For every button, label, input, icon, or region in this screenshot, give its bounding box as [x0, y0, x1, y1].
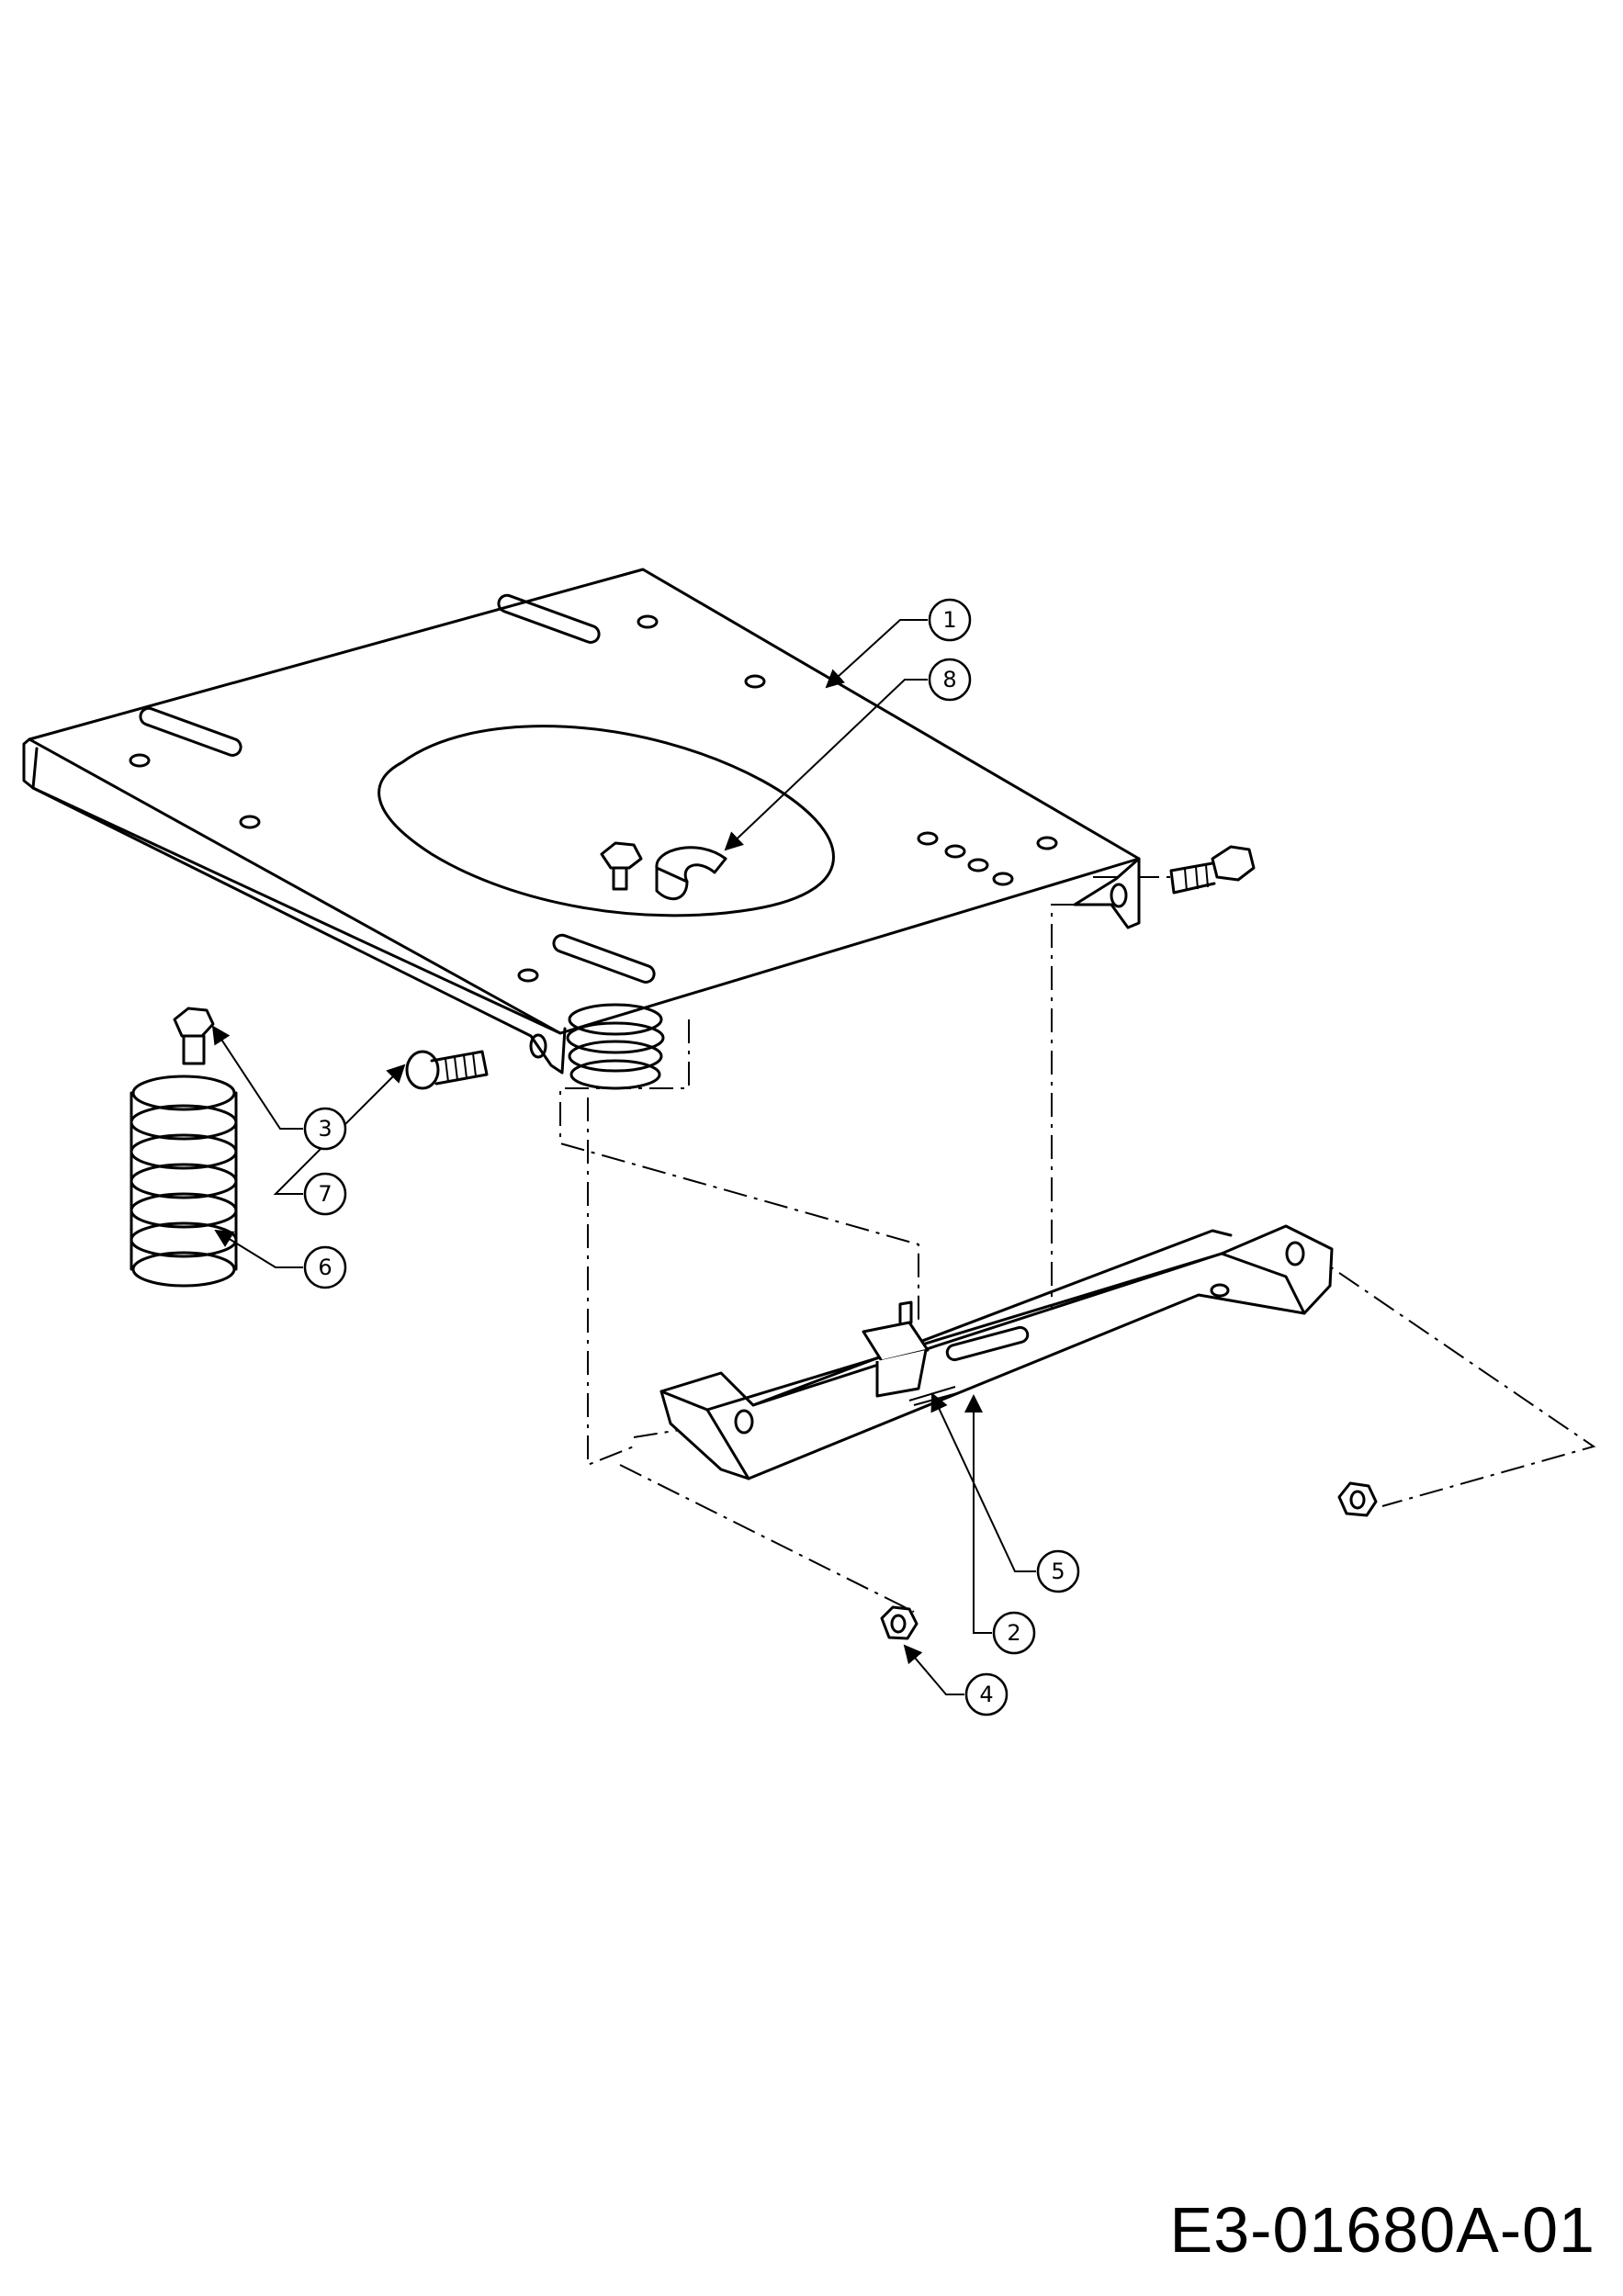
callout-5-label: 5 [1051, 1559, 1065, 1584]
callout-8: 8 [928, 658, 972, 702]
callout-6: 6 [303, 1245, 347, 1289]
flange-bolt-3 [173, 1007, 215, 1065]
bolt-7 [405, 1050, 489, 1090]
callout-1: 1 [928, 598, 972, 642]
callout-8-label: 8 [942, 667, 956, 692]
drawing-number: E3-01680A-01 [1169, 2194, 1595, 2266]
nut-4 [880, 1605, 919, 1640]
callout-2: 2 [992, 1611, 1036, 1655]
callout-1-label: 1 [942, 607, 956, 633]
spring [130, 1075, 238, 1288]
slotted-latch [600, 841, 727, 901]
callout-3: 3 [303, 1107, 347, 1151]
callout-5: 5 [1036, 1549, 1080, 1593]
slide-rail [659, 1224, 1334, 1480]
seat-plate [22, 568, 1141, 1075]
nut-right [1337, 1481, 1378, 1517]
callout-6-label: 6 [318, 1255, 332, 1280]
plate-spring [566, 1003, 665, 1090]
callout-7-label: 7 [318, 1181, 332, 1207]
callout-2-label: 2 [1007, 1620, 1020, 1646]
rail-latch [862, 1300, 958, 1406]
callout-3-label: 3 [318, 1116, 332, 1142]
leader-lines [211, 619, 1036, 1695]
callout-7: 7 [303, 1172, 347, 1216]
bolt-right [1169, 845, 1256, 895]
callout-4-label: 4 [979, 1682, 993, 1707]
callout-4: 4 [964, 1672, 1009, 1716]
